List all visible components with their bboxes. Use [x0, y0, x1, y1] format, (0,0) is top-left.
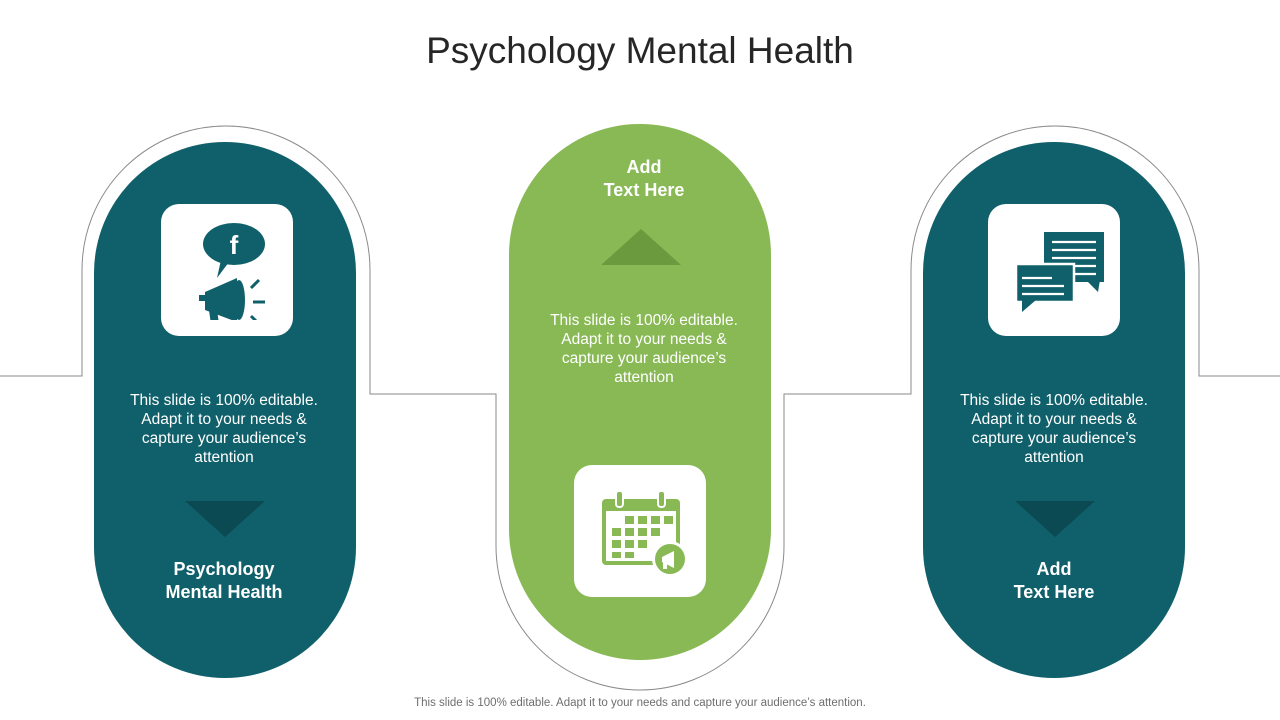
card-right-body: This slide is 100% editable. Adapt it to… [960, 392, 1148, 466]
card-middle-label-line1: Add [626, 157, 662, 177]
svg-text:f: f [230, 230, 239, 260]
card-right-label-line1: Add [1036, 559, 1072, 579]
icon-box-left: f [161, 204, 293, 336]
card-middle-label-line2: Text Here [603, 180, 685, 200]
slide-footer: This slide is 100% editable. Adapt it to… [414, 697, 866, 709]
card-left-label-line2: Mental Health [165, 582, 283, 602]
card-right-label-line2: Text Here [1013, 582, 1095, 602]
triangle-down-right [1015, 501, 1095, 537]
slide-title: Psychology Mental Health [426, 30, 854, 71]
calendar-megaphone-icon [602, 490, 688, 577]
icon-box-middle [574, 465, 706, 597]
card-left-body: This slide is 100% editable. Adapt it to… [130, 392, 318, 466]
chat-bubbles-icon [1014, 232, 1104, 312]
megaphone-facebook-icon: f [199, 223, 265, 320]
card-middle-label: Add Text Here [544, 156, 744, 202]
card-left-label: Psychology Mental Health [124, 558, 324, 604]
card-left-label-line1: Psychology [173, 559, 275, 579]
card-middle-body: This slide is 100% editable. Adapt it to… [550, 312, 738, 386]
triangle-up-middle [601, 229, 681, 265]
triangle-down-left [185, 501, 265, 537]
card-right-label: Add Text Here [954, 558, 1154, 604]
icon-box-right [988, 204, 1120, 336]
